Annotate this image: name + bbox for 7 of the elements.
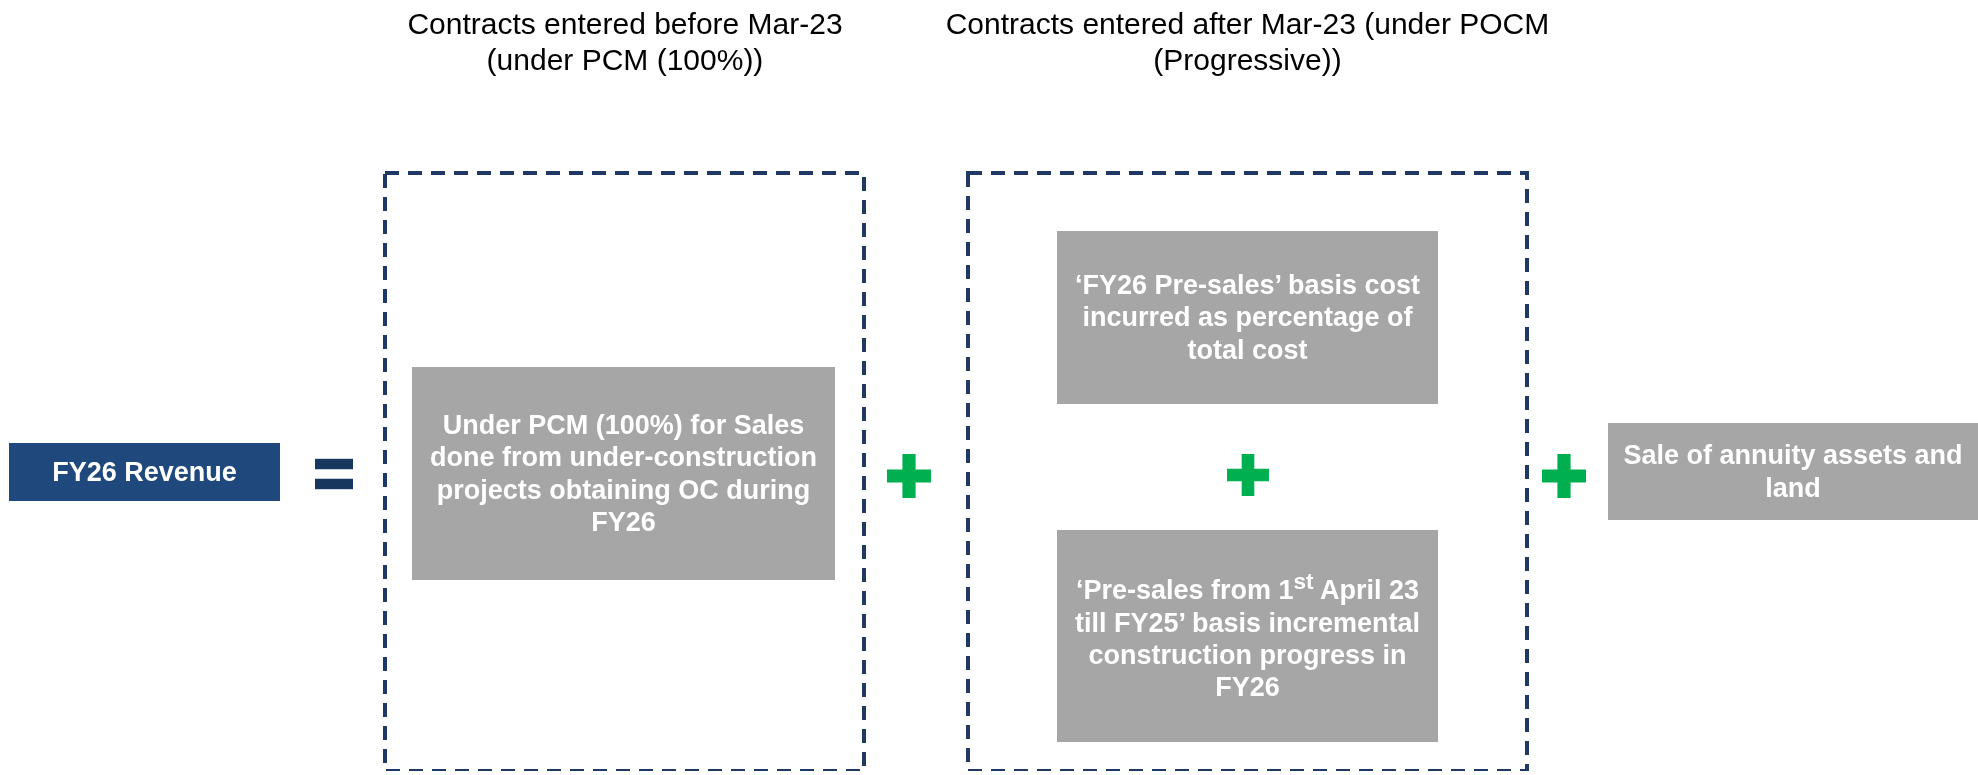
text-box: ‘FY26 Pre-sales’ basis cost incurred as percentage of total cost: [1057, 231, 1438, 404]
text-box: Sale of annuity assets and land: [1608, 423, 1978, 520]
text-box: Under PCM (100%) for Sales done from under-construction projects obtaining OC during FY26: [412, 367, 835, 580]
label-box: FY26 Revenue: [9, 443, 280, 501]
group-heading: Contracts entered after Mar-23 (under POCM (Progressive)): [944, 6, 1551, 78]
text-box: ‘Pre-sales from 1$^{st}$ April 23 till FY25’ basis incremental construction progress in FY26: [1057, 530, 1438, 742]
group-heading: Contracts entered before Mar-23 (under PCM (100%)): [406, 6, 844, 78]
